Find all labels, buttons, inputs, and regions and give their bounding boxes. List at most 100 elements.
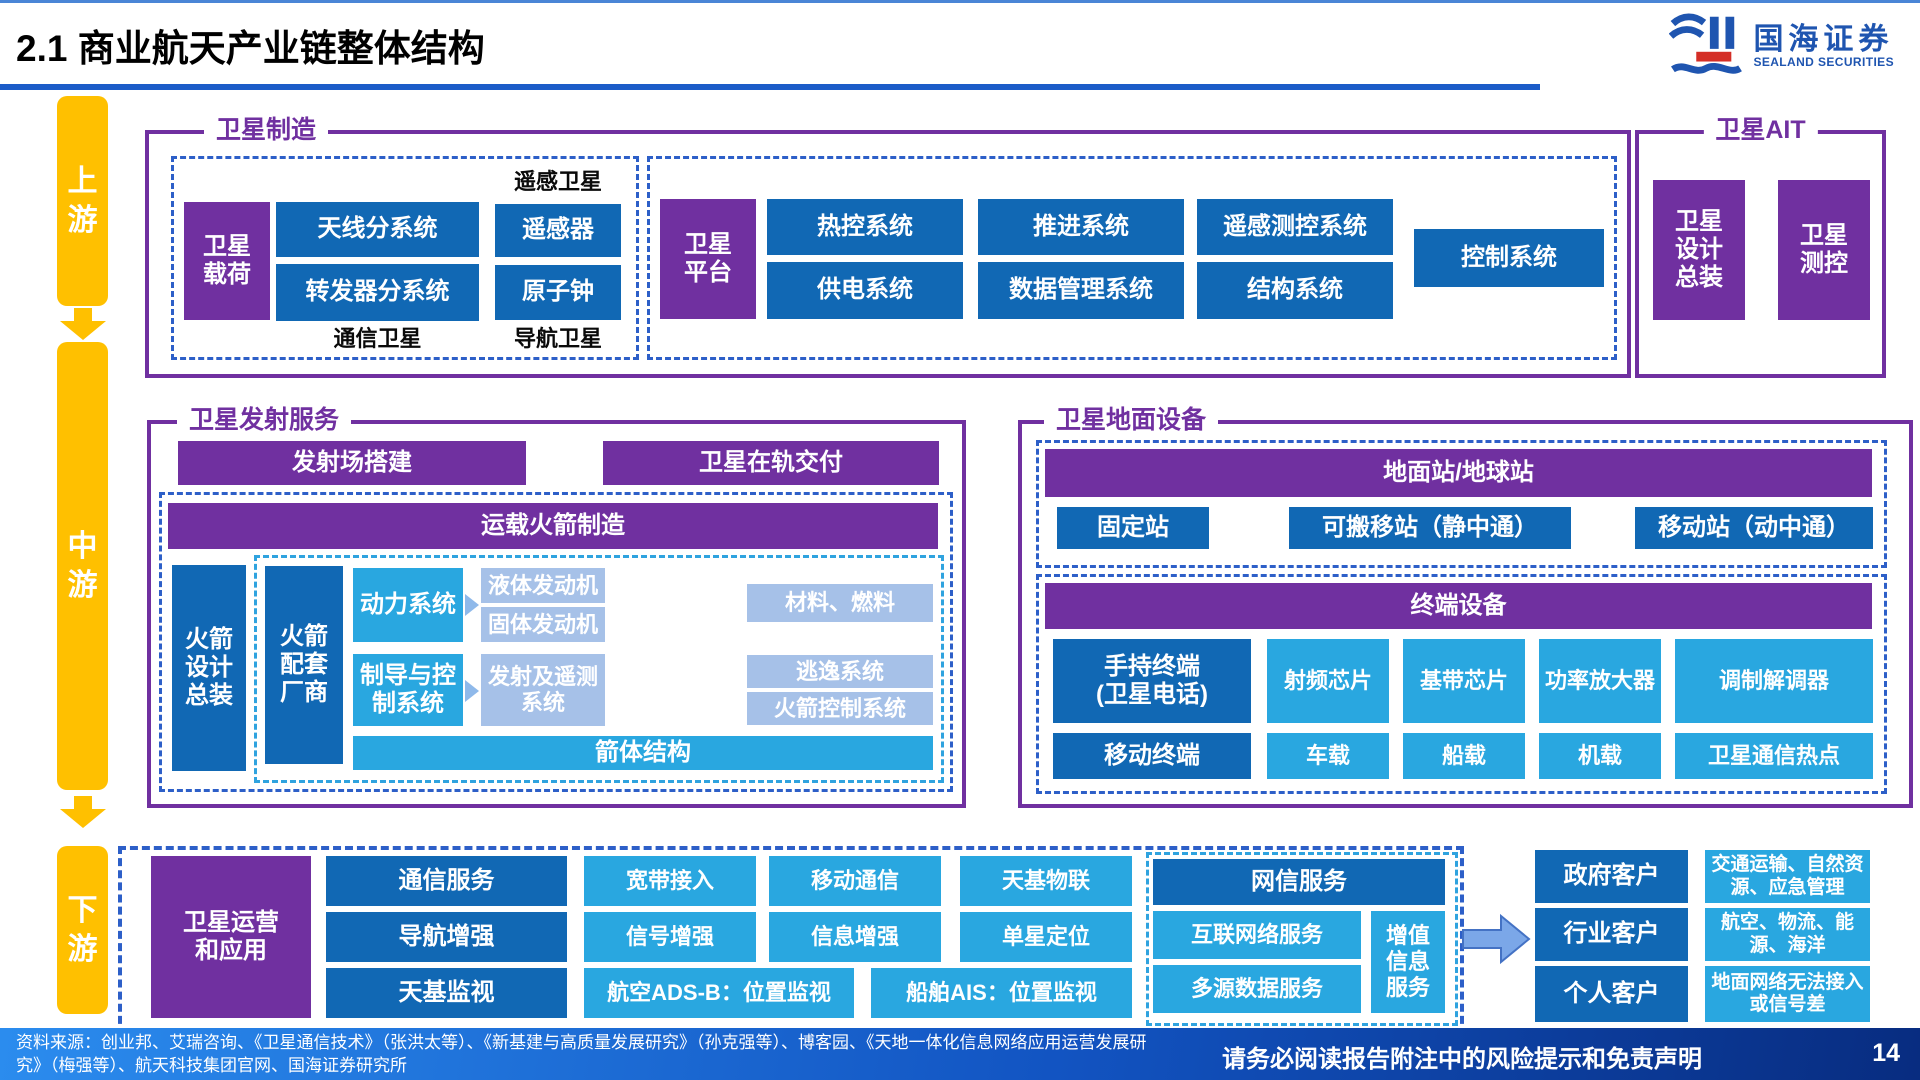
ground-equipment-label: 卫星地面设备	[1044, 404, 1219, 437]
terminal-equipment-group: 终端设备 手持终端 (卫星电话) 射频芯片 基带芯片 功率放大器 调制解调器 移…	[1036, 574, 1887, 794]
ship-mounted-box: 船载	[1403, 733, 1525, 779]
rail-midstream: 中游	[57, 342, 108, 790]
aviation-adsb-box: 航空ADS-B：位置监视	[584, 968, 854, 1018]
sealand-logo: 国海证券 SEALAND SECURITIES	[1669, 12, 1894, 81]
satellite-ttc-box: 卫星 测控	[1778, 180, 1870, 320]
rocket-manufacturing-group: 运载火箭制造 火箭 设计 总装 火箭 配套 厂商 动力系统 液体发动机 固体发动…	[159, 492, 953, 792]
baseband-chip-box: 基带芯片	[1403, 639, 1525, 723]
disclaimer-text: 请务必阅读报告附注中的风险提示和免责声明	[1222, 1046, 1702, 1073]
tag-navigation-satellite: 导航卫星	[513, 326, 602, 351]
logo-cn-text: 国海证券	[1753, 22, 1894, 56]
data-management-system-box: 数据管理系统	[978, 262, 1184, 319]
launch-service-section: 卫星发射服务 发射场搭建 卫星在轨交付 运载火箭制造 火箭 设计 总装 火箭 配…	[147, 404, 966, 808]
signal-augmentation-box: 信号增强	[584, 912, 756, 962]
launch-service-label: 卫星发射服务	[177, 404, 352, 437]
space-based-surveillance-box: 天基监视	[326, 968, 567, 1018]
navigation-augmentation-box: 导航增强	[326, 912, 567, 962]
rocket-body-structure-box: 箭体结构	[353, 736, 933, 770]
payload-group: 遥感卫星 卫星 载荷 天线分系统 转发器分系统 遥感器 原子钟 通信卫星 导航卫…	[171, 156, 639, 360]
escape-system-box: 逃逸系统	[747, 655, 933, 688]
arrow-right-icon	[465, 594, 479, 616]
source-note: 资料来源：创业邦、艾瑞咨询、《卫星通信技术》（张洪太等）、《新基建与高质量发展研…	[16, 1033, 1147, 1075]
space-iot-box: 天基物联	[960, 856, 1132, 906]
industry-customer-box: 行业客户	[1535, 908, 1688, 961]
mobile-station-box: 移动站（动中通）	[1635, 507, 1873, 549]
rocket-design-assembly-box: 火箭 设计 总装	[172, 565, 246, 771]
mobile-communication-box: 移动通信	[769, 856, 941, 906]
vehicle-mounted-box: 车载	[1267, 733, 1389, 779]
satellite-manufacturing-section: 卫星制造 遥感卫星 卫星 载荷 天线分系统 转发器分系统 遥感器 原子钟 通信卫…	[145, 114, 1631, 378]
satellite-ait-label: 卫星AIT	[1703, 114, 1818, 147]
personal-customer-desc: 地面网络无法接入或信号差	[1705, 966, 1870, 1022]
rail-upstream: 上游	[57, 96, 108, 306]
rocket-suppliers-group: 火箭 配套 厂商 动力系统 液体发动机 固体发动机 材料、燃料 制导与控 制系统…	[254, 555, 944, 783]
liquid-engine-box: 液体发动机	[481, 568, 605, 603]
government-customer-desc: 交通运输、自然资源、应急管理	[1705, 850, 1870, 903]
tag-communication-satellite: 通信卫星	[333, 326, 422, 351]
personal-customer-box: 个人客户	[1535, 966, 1688, 1022]
value-added-info-service-box: 增值 信息 服务	[1371, 911, 1445, 1013]
slide-top-border	[0, 0, 1920, 3]
flow-right-arrow-icon	[1462, 912, 1532, 971]
guidance-control-system-box: 制导与控 制系统	[353, 654, 463, 726]
rail-downstream-label: 下游	[67, 894, 98, 966]
mobile-terminal-box: 移动终端	[1053, 733, 1251, 779]
rail-upstream-label: 上游	[67, 165, 98, 237]
ground-equipment-section: 卫星地面设备 地面站/地球站 固定站 可搬移站（静中通） 移动站（动中通） 终端…	[1018, 404, 1913, 808]
launch-vehicle-manufacturing-banner: 运载火箭制造	[168, 503, 938, 549]
rail-arrow-down-icon	[60, 796, 106, 833]
thermal-control-system-box: 热控系统	[767, 199, 963, 255]
rail-downstream: 下游	[57, 846, 108, 1014]
satellite-hotspot-box: 卫星通信热点	[1675, 733, 1873, 779]
platform-group: 卫星 平台 热控系统 供电系统 推进系统 数据管理系统 遥感测控系统 结构系统 …	[647, 156, 1617, 360]
rf-chip-box: 射频芯片	[1267, 639, 1389, 723]
tt-and-c-system-box: 遥感测控系统	[1197, 199, 1393, 255]
broadband-access-box: 宽带接入	[584, 856, 756, 906]
communication-service-box: 通信服务	[326, 856, 567, 906]
industry-customer-desc: 航空、物流、能源、海洋	[1705, 908, 1870, 961]
page-title: 2.1 商业航天产业链整体结构	[16, 28, 485, 69]
transponder-subsystem-box: 转发器分系统	[276, 264, 479, 321]
network-information-service-group: 网信服务 互联网络服务 多源数据服务 增值 信息 服务	[1146, 852, 1458, 1026]
remote-sensor-box: 遥感器	[495, 204, 621, 257]
antenna-subsystem-box: 天线分系统	[276, 202, 479, 257]
ship-ais-box: 船舶AIS：位置监视	[871, 968, 1132, 1018]
satellite-operation-application-box: 卫星运营 和应用	[151, 856, 311, 1018]
power-amplifier-box: 功率放大器	[1539, 639, 1661, 723]
ground-station-banner: 地面站/地球站	[1045, 449, 1872, 497]
power-supply-system-box: 供电系统	[767, 262, 963, 319]
government-customer-box: 政府客户	[1535, 850, 1688, 903]
network-information-service-banner: 网信服务	[1153, 859, 1445, 905]
tag-remote-sensing-satellite: 遥感卫星	[513, 169, 602, 194]
satellite-platform-box: 卫星 平台	[660, 199, 756, 319]
structure-system-box: 结构系统	[1197, 262, 1393, 319]
modem-box: 调制解调器	[1675, 639, 1873, 723]
information-augmentation-box: 信息增强	[769, 912, 941, 962]
downstream-group: 卫星运营 和应用 通信服务 导航增强 天基监视 宽带接入 移动通信 天基物联 信…	[118, 846, 1464, 1036]
single-satellite-positioning-box: 单星定位	[960, 912, 1132, 962]
atomic-clock-box: 原子钟	[495, 265, 621, 320]
title-underline	[0, 84, 1540, 90]
airborne-box: 机载	[1539, 733, 1661, 779]
launch-telemetry-system-box: 发射及遥测 系统	[481, 654, 605, 726]
satellite-manufacturing-label: 卫星制造	[204, 114, 329, 147]
ground-station-group: 地面站/地球站 固定站 可搬移站（静中通） 移动站（动中通）	[1036, 440, 1887, 568]
rail-midstream-label: 中游	[67, 530, 98, 602]
in-orbit-delivery-box: 卫星在轨交付	[603, 441, 939, 485]
launch-site-box: 发射场搭建	[178, 441, 526, 485]
solid-engine-box: 固体发动机	[481, 607, 605, 642]
power-system-box: 动力系统	[353, 568, 463, 642]
page-number: 14	[1872, 1039, 1900, 1067]
internet-network-service-box: 互联网络服务	[1153, 911, 1361, 959]
rocket-suppliers-box: 火箭 配套 厂商	[265, 566, 343, 764]
terminal-equipment-banner: 终端设备	[1045, 583, 1872, 629]
arrow-right-icon	[465, 680, 479, 702]
logo-en-text: SEALAND SECURITIES	[1753, 55, 1894, 70]
multi-source-data-service-box: 多源数据服务	[1153, 965, 1361, 1013]
transportable-station-box: 可搬移站（静中通）	[1289, 507, 1571, 549]
footer-bar: 资料来源：创业邦、艾瑞咨询、《卫星通信技术》（张洪太等）、《新基建与高质量发展研…	[0, 1028, 1920, 1080]
control-system-box: 控制系统	[1414, 229, 1604, 287]
sealand-logo-mark-icon	[1669, 12, 1743, 81]
fixed-station-box: 固定站	[1057, 507, 1209, 549]
rail-arrow-down-icon	[60, 308, 106, 345]
